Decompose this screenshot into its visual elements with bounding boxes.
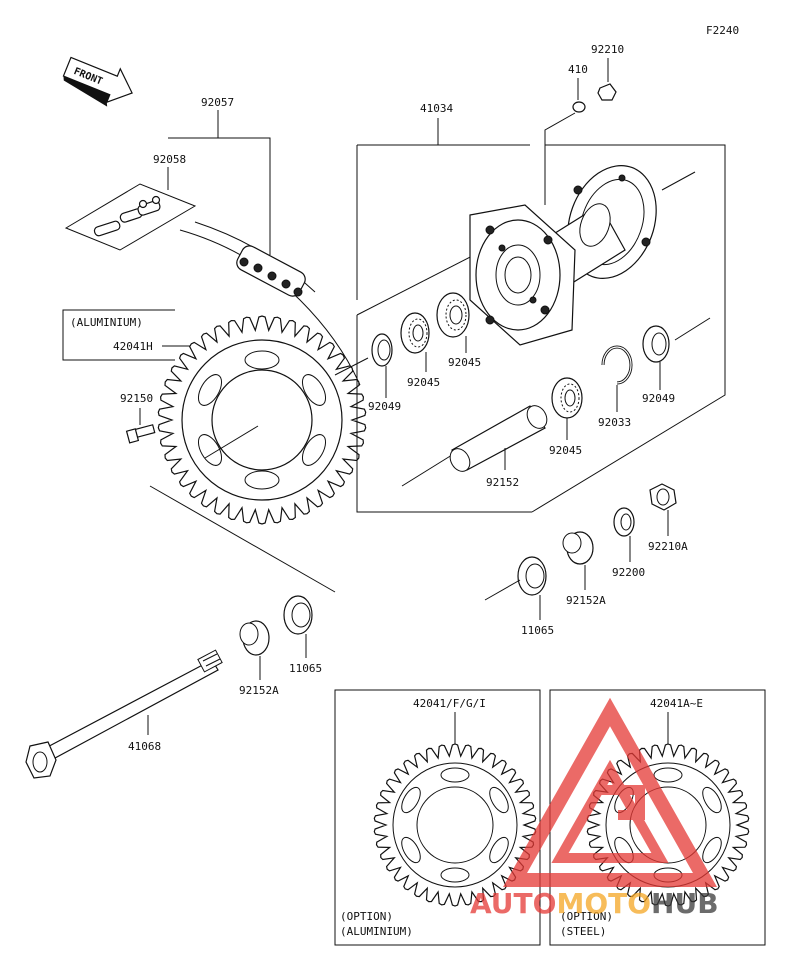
aluminium-note: (ALUMINIUM) — [70, 316, 143, 329]
automotohub-watermark: AUTOMOTOHUB — [470, 697, 719, 920]
washer-92200: 92200 — [612, 507, 645, 579]
label-92210: 92210 — [591, 43, 624, 56]
chain-side-plate — [93, 220, 121, 237]
circlip-92033: 92033 — [598, 345, 633, 429]
label-92049-right: 92049 — [642, 392, 675, 405]
label-92045-c: 92045 — [549, 444, 582, 457]
label-92045-a: 92045 — [407, 376, 440, 389]
collar-92152A-right: 92152A — [562, 531, 606, 607]
figure-code: F2240 — [706, 24, 739, 37]
watermark-text-hub: HUB — [651, 887, 719, 920]
left-oil-seal-92049: 92049 — [368, 333, 401, 413]
watermark-text-moto: MOTO — [556, 887, 651, 920]
drive-chain: 92057 92058 — [64, 96, 361, 386]
rear-axle-41068: 41068 — [25, 649, 223, 779]
label-92057: 92057 — [201, 96, 234, 109]
collar-92152A-left: 92152A — [239, 620, 279, 697]
label-11065-right: 11065 — [521, 624, 554, 637]
label-92049-left: 92049 — [368, 400, 401, 413]
watermark-text-auto: AUTO — [470, 887, 556, 920]
oil-seal-11065-right: 11065 — [484, 556, 554, 637]
option-steel-note-2: (STEEL) — [560, 925, 606, 938]
label-92200: 92200 — [612, 566, 645, 579]
front-arrow-icon: FRONT — [62, 56, 133, 107]
label-42041AE: 42041A~E — [650, 697, 703, 710]
label-92152: 92152 — [486, 476, 519, 489]
bearing-92045-b: 92045 — [436, 292, 481, 369]
bearing-92045-c: 92045 — [549, 377, 583, 457]
label-410: 410 — [568, 63, 588, 76]
joint-link-box — [64, 183, 197, 251]
label-92150: 92150 — [120, 392, 153, 405]
option-alu-note-1: (OPTION) — [340, 910, 393, 923]
label-11065-left: 11065 — [289, 662, 322, 675]
label-92033: 92033 — [598, 416, 631, 429]
label-92210A: 92210A — [648, 540, 688, 553]
rear-sprocket — [157, 315, 367, 525]
label-42041FGI: 42041/F/G/I — [413, 697, 486, 710]
hub-nut-parts: 410 92210 — [544, 43, 624, 205]
hub-assembly-box: 41034 — [356, 102, 726, 513]
sprocket-bolt: 92150 — [120, 392, 156, 444]
label-92058: 92058 — [153, 153, 186, 166]
axle-nut-92210A: 92210A — [648, 483, 688, 553]
master-link — [137, 195, 161, 216]
label-92152A-right: 92152A — [566, 594, 606, 607]
oil-seal-11065-left: 11065 — [283, 595, 322, 675]
label-92152A-left: 92152A — [239, 684, 279, 697]
label-41034: 41034 — [420, 102, 453, 115]
bearing-92045-a: 92045 — [400, 312, 440, 389]
label-41068: 41068 — [128, 740, 161, 753]
chain-segment — [236, 245, 306, 297]
option-alu-note-2: (ALUMINIUM) — [340, 925, 413, 938]
label-42041H: 42041H — [113, 340, 153, 353]
collar-92152: 92152 — [449, 405, 548, 489]
option-aluminium-box: 42041/F/G/I (OPTION) (ALUMINIUM) — [334, 689, 541, 946]
option-steel-note-1: (OPTION) — [560, 910, 613, 923]
svg-text:AUTOMOTOHUB: AUTOMOTOHUB — [470, 887, 719, 920]
sprocket-cutouts — [197, 350, 327, 490]
watermark-triangle-icon — [503, 697, 717, 887]
rear-hub — [469, 165, 657, 346]
right-oil-seal-92049: 92049 — [642, 325, 675, 405]
label-box-aluminium: (ALUMINIUM) 42041H — [62, 309, 190, 361]
label-92045-b: 92045 — [448, 356, 481, 369]
